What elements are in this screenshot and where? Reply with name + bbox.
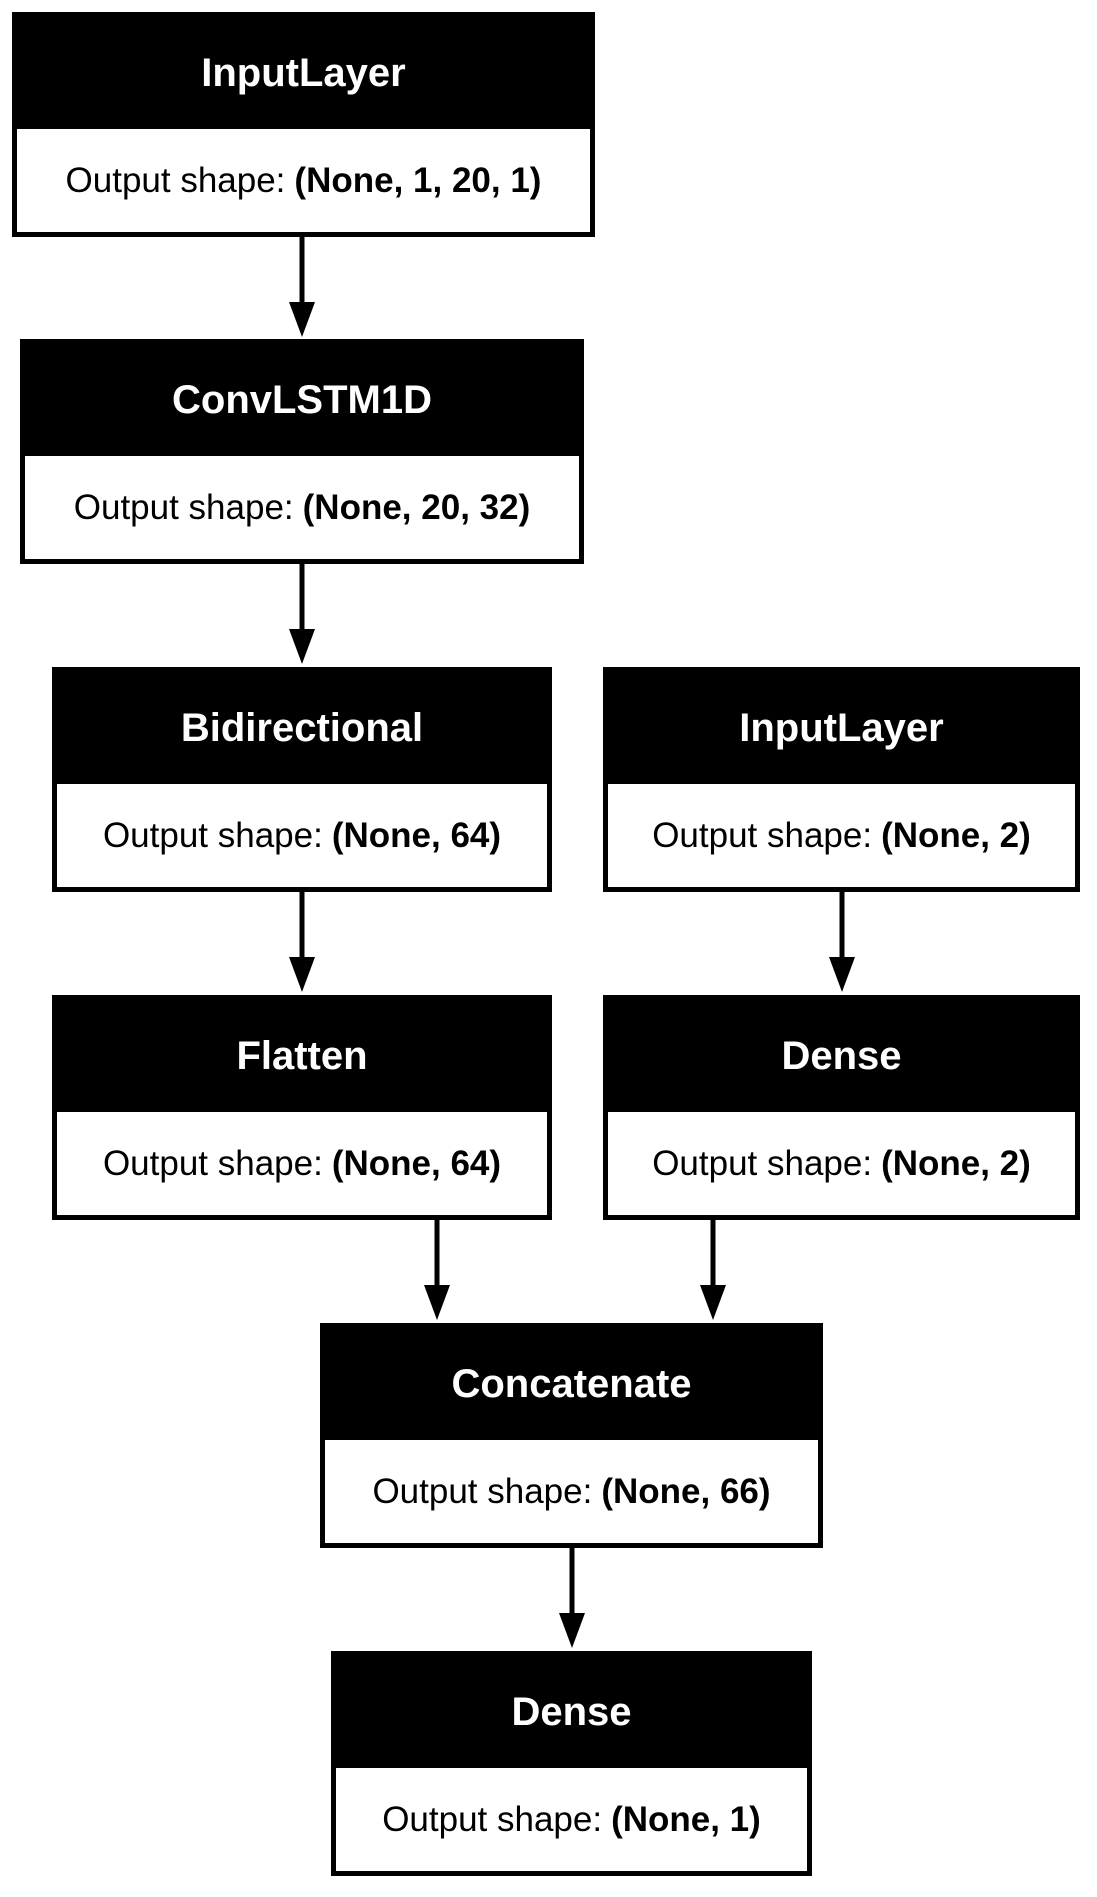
layer-shape-row: Output shape: (None, 2)	[608, 784, 1075, 887]
layer-shape-row: Output shape: (None, 20, 32)	[25, 456, 579, 559]
edge-bidir-flatten	[289, 891, 315, 992]
layer-name: Dense	[608, 1000, 1075, 1112]
edge-dense1-concat	[700, 1219, 726, 1320]
layer-name: InputLayer	[17, 17, 590, 129]
layer-name: Concatenate	[325, 1328, 818, 1440]
shape-label: Output shape:	[652, 815, 873, 855]
shape-label: Output shape:	[102, 815, 323, 855]
layer-shape-row: Output shape: (None, 64)	[57, 1112, 547, 1215]
layer-shape-row: Output shape: (None, 1, 20, 1)	[17, 129, 590, 232]
node-dense1: Dense Output shape: (None, 2)	[603, 995, 1080, 1220]
shape-label: Output shape:	[65, 160, 286, 200]
shape-label: Output shape:	[652, 1143, 873, 1183]
layer-name: Flatten	[57, 1000, 547, 1112]
shape-value: (None, 1, 20, 1)	[294, 160, 542, 200]
shape-label: Output shape:	[372, 1471, 593, 1511]
shape-value: (None, 1)	[611, 1799, 761, 1839]
layer-name: InputLayer	[608, 672, 1075, 784]
layer-name: Dense	[336, 1656, 807, 1768]
edge-input1-convlstm	[289, 236, 315, 337]
node-dense2: Dense Output shape: (None, 1)	[331, 1651, 812, 1876]
node-input1: InputLayer Output shape: (None, 1, 20, 1…	[12, 12, 595, 237]
edge-input2-dense1	[829, 891, 855, 992]
shape-value: (None, 64)	[331, 815, 502, 855]
node-bidirectional: Bidirectional Output shape: (None, 64)	[52, 667, 552, 892]
shape-value: (None, 66)	[601, 1471, 771, 1511]
layer-shape-row: Output shape: (None, 1)	[336, 1768, 807, 1871]
shape-value: (None, 2)	[881, 815, 1031, 855]
edge-convlstm-bidir	[289, 563, 315, 664]
layer-shape-row: Output shape: (None, 2)	[608, 1112, 1075, 1215]
node-flatten: Flatten Output shape: (None, 64)	[52, 995, 552, 1220]
shape-value: (None, 2)	[881, 1143, 1031, 1183]
layer-shape-row: Output shape: (None, 66)	[325, 1440, 818, 1543]
edge-flatten-concat	[424, 1219, 450, 1320]
shape-value: (None, 64)	[331, 1143, 502, 1183]
node-convlstm: ConvLSTM1D Output shape: (None, 20, 32)	[20, 339, 584, 564]
node-input2: InputLayer Output shape: (None, 2)	[603, 667, 1080, 892]
shape-value: (None, 20, 32)	[302, 487, 531, 527]
shape-label: Output shape:	[102, 1143, 323, 1183]
layer-name: Bidirectional	[57, 672, 547, 784]
node-concatenate: Concatenate Output shape: (None, 66)	[320, 1323, 823, 1548]
shape-label: Output shape:	[73, 487, 294, 527]
layer-name: ConvLSTM1D	[25, 344, 579, 456]
layer-shape-row: Output shape: (None, 64)	[57, 784, 547, 887]
shape-label: Output shape:	[382, 1799, 603, 1839]
edge-concat-dense2	[559, 1547, 585, 1648]
